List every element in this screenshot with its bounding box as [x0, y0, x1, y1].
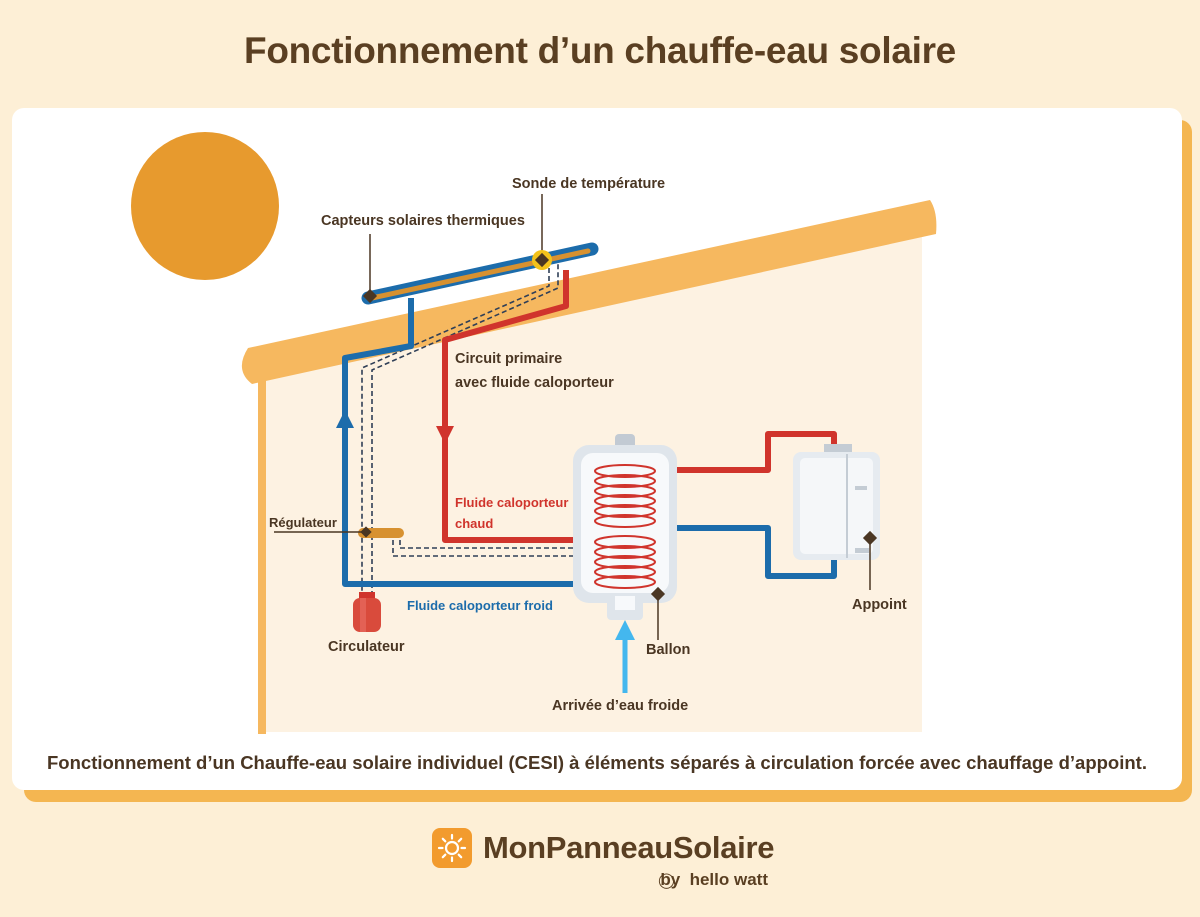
tank-label: Ballon: [646, 642, 690, 658]
solar-collector-absorber: [369, 248, 591, 301]
sensor-marker: [534, 252, 550, 268]
hot-fluid-label-2: chaud: [455, 516, 493, 531]
hot-flow-arrow: [436, 426, 454, 444]
cold-return-pipe: [672, 525, 837, 579]
lightbulb-icon: ◯: [658, 872, 675, 889]
heating-coil-lower: [594, 535, 656, 589]
regulator-wire: [392, 532, 578, 557]
cold-fluid-label: Fluide caloporteur froid: [407, 598, 553, 613]
regulator-marker: [360, 526, 372, 538]
brand: MonPanneauSolaire: [432, 826, 774, 870]
diagram-caption: Fonctionnement d’un Chauffe-eau solaire …: [47, 752, 1147, 773]
brand-name: MonPanneauSolaire: [483, 830, 775, 865]
brand-sub-text: by hello watt: [660, 870, 768, 889]
sensor-wire: [361, 260, 550, 596]
circulator-label: Circulateur: [328, 639, 405, 655]
house-wall: [258, 374, 266, 734]
cold-primary-pipe: [342, 298, 578, 587]
primary-circuit-label-2: avec fluide caloporteur: [455, 375, 614, 391]
tank-marker: [650, 586, 666, 602]
backup-label: Appoint: [852, 597, 907, 613]
circulator-neck: [359, 592, 375, 600]
collector-marker: [362, 288, 378, 304]
sun: [131, 132, 279, 280]
regulator-label: Régulateur: [269, 515, 337, 530]
page-title: Fonctionnement d’un chauffe-eau solaire: [244, 30, 956, 71]
sensor-label: Sonde de température: [512, 176, 665, 192]
cold-water-inlet-label: Arrivée d’eau froide: [552, 698, 688, 714]
hot-water-out-pipe: [672, 431, 837, 473]
inlet-arrow: [615, 620, 635, 640]
brand-sub: ◯ by hello watt: [640, 870, 768, 890]
boiler-top: [824, 444, 852, 454]
cold-flow-arrow: [336, 410, 354, 428]
roof: [241, 200, 937, 384]
heating-coil-upper: [594, 464, 656, 528]
sun-icon: [432, 828, 472, 868]
backup-marker: [862, 530, 878, 546]
collectors-label: Capteurs solaires thermiques: [321, 213, 525, 229]
sensor-wire-2: [371, 260, 559, 596]
circulator: [353, 598, 381, 632]
diagram-card: Sonde de température Capteurs solaires t…: [12, 108, 1182, 790]
hot-primary-pipe: [442, 270, 578, 543]
hot-fluid-label: Fluide caloporteur: [455, 495, 568, 510]
solar-water-heater-diagram: Sonde de température Capteurs solaires t…: [131, 132, 937, 734]
regulator-wire-2: [399, 532, 578, 549]
primary-circuit-label: Circuit primaire: [455, 351, 562, 367]
